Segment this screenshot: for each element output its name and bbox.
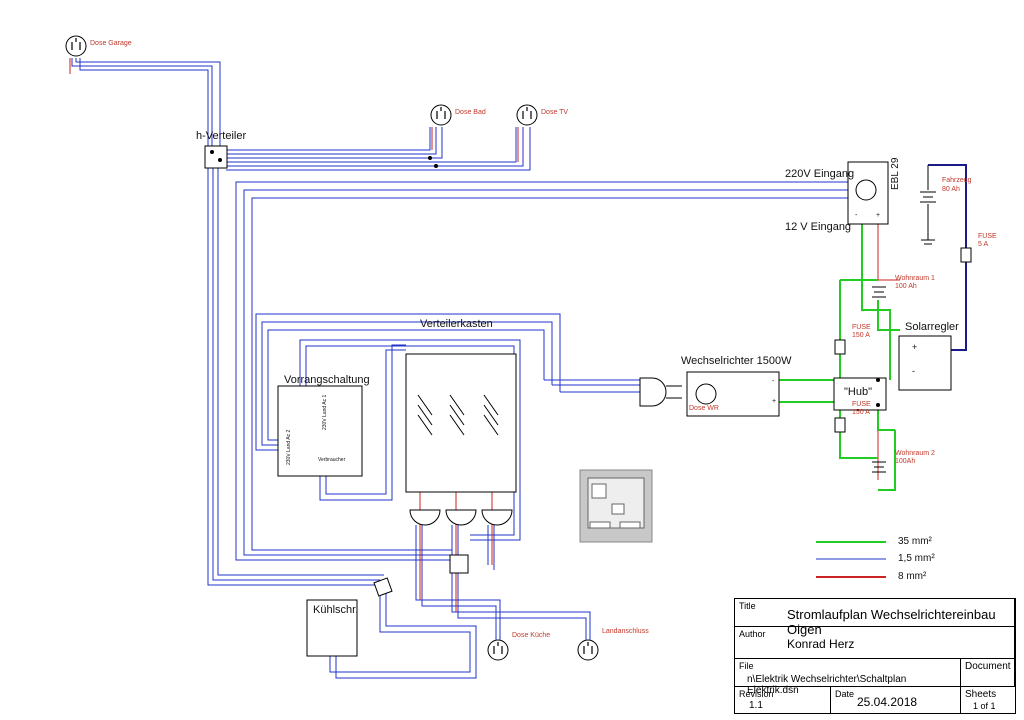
plug-icon	[639, 377, 667, 407]
revision-cell: Revision 1.1	[735, 687, 831, 713]
plug-2-icon	[445, 509, 477, 526]
revision-value: 1.1	[749, 700, 763, 711]
fuse-5a-label: FUSE	[978, 233, 997, 240]
author-cell: Author Konrad Herz	[735, 627, 1015, 659]
vorrangschaltung-box	[277, 385, 363, 477]
eingang-220-label: 220V Eingang	[785, 168, 855, 180]
wiring-solar	[928, 164, 967, 351]
landanschluss-label: Landanschluss	[602, 628, 649, 635]
wohnraum2-ah-label: 100Ah	[895, 458, 916, 465]
vorrang-in1-label: 230V Land Ac 1	[322, 394, 328, 430]
hub-label: "Hub"	[844, 386, 872, 398]
dose-tv-label: Dose TV	[541, 109, 569, 116]
dose-garage-label: Dose Garage	[90, 40, 132, 47]
solarregler-label: Solarregler	[905, 321, 959, 333]
fuse-5a-value: 5 A	[978, 241, 989, 248]
author-key: Author	[739, 629, 766, 639]
ebl-socket-icon	[855, 179, 877, 201]
legend-label-8: 8 mm²	[898, 571, 927, 582]
dose-bad-socket-icon	[430, 104, 452, 126]
wohnraum1-ah-label: 100 Ah	[895, 283, 917, 290]
wr-plus: +	[772, 398, 777, 405]
vorrangschaltung-label: Vorrangschaltung	[284, 374, 370, 386]
wiring-1-5mm	[71, 58, 850, 679]
solar-plus: +	[912, 342, 918, 352]
title-value: Stromlaufplan Wechselrichtereinbau Oigen	[787, 607, 996, 637]
legend-lines	[816, 541, 886, 578]
fuse-150a-upper-label: FUSE	[852, 324, 871, 331]
battery-wohnraum2-icon	[872, 461, 886, 473]
vorrang-in2-label: 230V Land Ac 2	[286, 429, 292, 465]
title-key: Title	[739, 601, 756, 611]
ebl-plus: +	[876, 212, 881, 219]
fuse-150a-lower-value: 150 A	[852, 409, 870, 416]
date-key: Date	[835, 689, 855, 699]
fuse-150a-upper-value: 150 A	[852, 332, 870, 339]
dose-bad-label: Dose Bad	[455, 109, 486, 116]
wohnraum1-label: Wohnraum 1	[895, 275, 935, 282]
fuse-150a-upper-icon	[834, 339, 846, 355]
dose-garage-socket-icon	[65, 35, 87, 57]
fahrzeug-label: Fahrzeug	[942, 177, 972, 184]
sheets-key: Sheets	[965, 689, 997, 700]
title-block: Title Stromlaufplan Wechselrichtereinbau…	[734, 598, 1016, 714]
landanschluss-socket-icon	[577, 639, 599, 661]
kuehlschrank-box	[306, 599, 358, 657]
junction-box-1	[449, 554, 469, 574]
verteilerkasten-box	[405, 353, 517, 493]
h-verteiler-box	[204, 145, 228, 169]
sheets-value: 1 of 1	[973, 701, 996, 711]
legend-label-1-5: 1,5 mm²	[898, 553, 935, 564]
fuse-150a-lower-icon	[834, 417, 846, 433]
dose-kueche-label: Dose Küche	[512, 632, 551, 639]
dose-wr-label: Dose WR	[689, 405, 719, 412]
wr-socket-icon	[695, 383, 717, 405]
plug-3-icon	[481, 509, 513, 526]
date-value: 25.04.2018	[857, 695, 918, 709]
document-cell: Document	[961, 659, 1015, 687]
breaker-icons	[417, 394, 499, 436]
verteilerkasten-label: Verteilerkasten	[420, 318, 493, 330]
h-verteiler-label: h-Verteiler	[196, 130, 247, 142]
ebl-label: EBL 29	[890, 157, 901, 190]
wr-minus: -	[772, 378, 775, 385]
legend-label-35: 35 mm²	[898, 536, 932, 547]
wiring-8mm	[69, 58, 900, 645]
revision-key: Revision	[739, 689, 774, 699]
document-key: Document	[965, 661, 1011, 672]
solar-minus: -	[912, 366, 915, 376]
file-key: File	[739, 661, 754, 671]
vorrang-out-label: Verbraucher	[318, 457, 346, 463]
plug-1-icon	[409, 509, 441, 526]
title-cell: Title Stromlaufplan Wechselrichtereinbau…	[735, 599, 1015, 637]
ebl-minus: -	[855, 212, 858, 219]
kuehlschrank-label: Kühlschr.	[313, 604, 359, 616]
fahrzeug-ah-label: 80 Ah	[942, 186, 960, 193]
file-value: n\Elektrik Wechselrichter\Schaltplan Ele…	[747, 674, 907, 696]
wiring-35mm	[778, 222, 900, 491]
battery-wohnraum1-icon	[872, 286, 886, 298]
solarregler-box	[898, 335, 952, 391]
dose-tv-socket-icon	[516, 104, 538, 126]
file-cell: File n\Elektrik Wechselrichter\Schaltpla…	[735, 659, 961, 696]
eingang-12-label: 12 V Eingang	[785, 221, 852, 233]
wechselrichter-label: Wechselrichter 1500W	[681, 355, 792, 367]
wohnraum2-label: Wohnraum 2	[895, 450, 935, 457]
fuse-5a-icon	[960, 247, 972, 263]
date-cell: Date 25.04.2018	[831, 687, 961, 713]
junction-box-2	[373, 577, 393, 597]
fuse-150a-lower-label: FUSE	[852, 401, 871, 408]
author-value: Konrad Herz	[787, 637, 855, 651]
sheets-cell: Sheets 1 of 1	[961, 687, 1015, 713]
dose-kueche-socket-icon	[487, 639, 509, 661]
battery-fahrzeug-icon	[920, 165, 936, 245]
